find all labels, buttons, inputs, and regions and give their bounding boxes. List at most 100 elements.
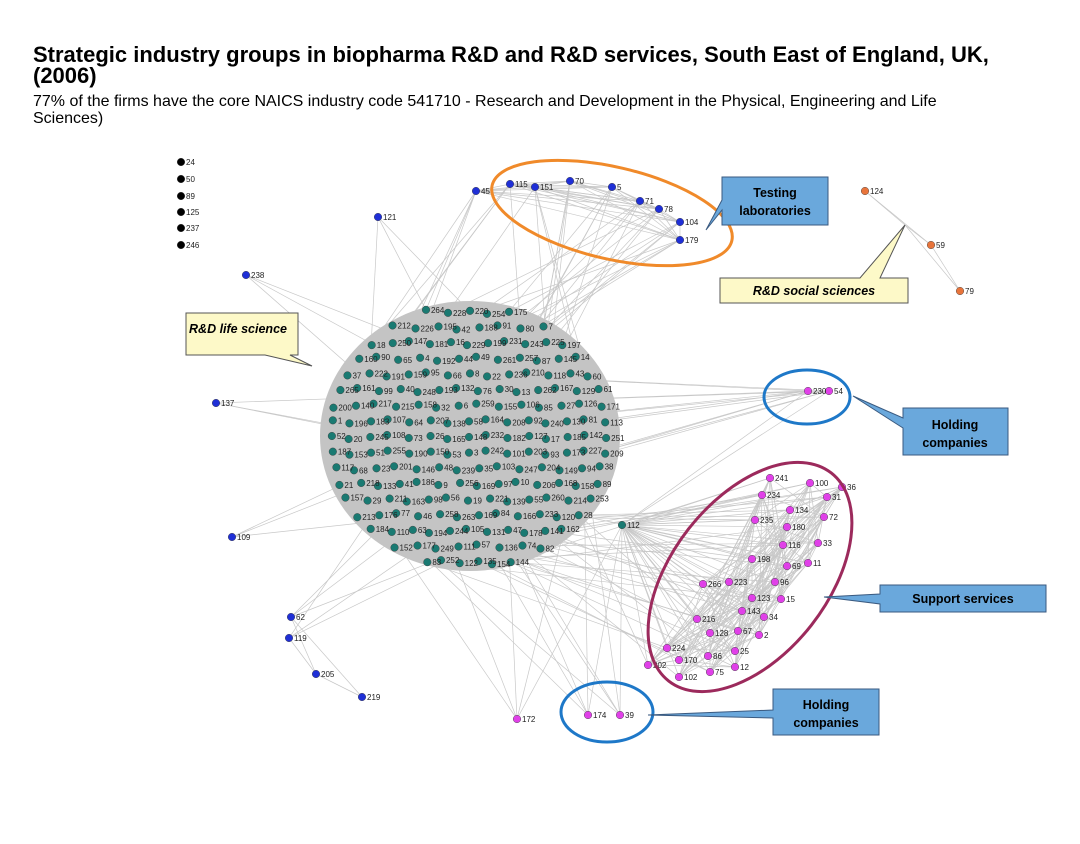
life-science-node[interactable]: [552, 513, 561, 522]
life-science-node[interactable]: [484, 339, 493, 348]
life-science-node[interactable]: [483, 372, 492, 381]
service-node[interactable]: [616, 711, 625, 720]
life-science-node[interactable]: [445, 526, 454, 535]
life-science-node[interactable]: [574, 511, 583, 520]
life-science-node[interactable]: [506, 558, 515, 567]
life-science-node[interactable]: [412, 465, 421, 474]
life-science-node[interactable]: [351, 401, 360, 410]
life-science-node[interactable]: [455, 559, 464, 568]
life-science-node[interactable]: [434, 480, 443, 489]
life-science-node[interactable]: [481, 431, 490, 440]
life-science-node[interactable]: [557, 524, 566, 533]
life-science-node[interactable]: [495, 543, 504, 552]
life-science-node[interactable]: [424, 495, 433, 504]
life-science-node[interactable]: [572, 387, 581, 396]
life-science-node[interactable]: [515, 353, 524, 362]
life-science-node[interactable]: [558, 341, 567, 350]
life-science-node[interactable]: [441, 493, 450, 502]
life-science-node[interactable]: [452, 466, 461, 475]
life-science-node[interactable]: [571, 481, 580, 490]
blue-node[interactable]: [285, 634, 294, 643]
life-science-node[interactable]: [411, 324, 420, 333]
service-node[interactable]: [584, 711, 593, 720]
blue-node[interactable]: [374, 212, 383, 221]
life-science-node[interactable]: [353, 513, 362, 522]
service-node[interactable]: [748, 555, 757, 564]
life-science-node[interactable]: [341, 493, 350, 502]
life-science-node[interactable]: [500, 337, 509, 346]
life-science-node[interactable]: [472, 481, 481, 490]
service-node[interactable]: [706, 629, 715, 638]
life-science-node[interactable]: [392, 509, 401, 518]
life-science-node[interactable]: [328, 447, 337, 456]
service-node[interactable]: [725, 578, 734, 587]
service-node[interactable]: [783, 562, 792, 571]
life-science-node[interactable]: [488, 560, 497, 569]
life-science-node[interactable]: [486, 494, 495, 503]
life-science-node[interactable]: [463, 341, 472, 350]
life-science-node[interactable]: [597, 402, 606, 411]
life-science-node[interactable]: [505, 370, 514, 379]
life-science-node[interactable]: [562, 448, 571, 457]
service-node[interactable]: [806, 479, 815, 488]
life-science-node[interactable]: [345, 419, 354, 428]
life-science-node[interactable]: [435, 463, 444, 472]
service-node[interactable]: [731, 647, 740, 656]
life-science-node[interactable]: [503, 449, 512, 458]
life-science-node[interactable]: [580, 431, 589, 440]
life-science-node[interactable]: [578, 464, 587, 473]
life-science-node[interactable]: [424, 528, 433, 537]
life-science-node[interactable]: [492, 462, 501, 471]
service-node[interactable]: [706, 668, 715, 677]
life-science-node[interactable]: [494, 402, 503, 411]
life-science-node[interactable]: [369, 399, 378, 408]
life-science-node[interactable]: [392, 402, 401, 411]
service-node[interactable]: [804, 559, 813, 568]
life-science-node[interactable]: [426, 447, 435, 456]
life-science-node[interactable]: [601, 449, 610, 458]
life-science-node[interactable]: [474, 511, 483, 520]
service-node[interactable]: [779, 541, 788, 550]
life-science-node[interactable]: [511, 477, 520, 486]
life-science-node[interactable]: [483, 309, 492, 318]
life-science-node[interactable]: [465, 433, 474, 442]
isolated-node[interactable]: [176, 207, 185, 216]
hub-node[interactable]: [618, 521, 627, 530]
life-science-node[interactable]: [524, 447, 533, 456]
social-science-node[interactable]: [956, 287, 965, 296]
life-science-node[interactable]: [483, 527, 492, 536]
life-science-node[interactable]: [426, 416, 435, 425]
life-science-node[interactable]: [405, 418, 414, 427]
life-science-node[interactable]: [443, 435, 452, 444]
life-science-node[interactable]: [564, 496, 573, 505]
life-science-node[interactable]: [423, 558, 432, 567]
life-science-node[interactable]: [446, 338, 455, 347]
life-science-node[interactable]: [520, 528, 529, 537]
life-science-node[interactable]: [390, 462, 399, 471]
life-science-node[interactable]: [537, 463, 546, 472]
life-science-node[interactable]: [503, 434, 512, 443]
life-science-node[interactable]: [394, 355, 403, 364]
service-node[interactable]: [777, 595, 786, 604]
life-science-node[interactable]: [443, 371, 452, 380]
blue-node[interactable]: [566, 176, 575, 185]
blue-node[interactable]: [472, 186, 481, 195]
life-science-node[interactable]: [353, 384, 362, 393]
life-science-node[interactable]: [601, 418, 610, 427]
life-science-node[interactable]: [329, 403, 338, 412]
blue-node[interactable]: [506, 179, 515, 188]
life-science-node[interactable]: [365, 369, 374, 378]
life-science-node[interactable]: [515, 465, 524, 474]
life-science-node[interactable]: [465, 448, 474, 457]
life-science-node[interactable]: [426, 432, 435, 441]
service-node[interactable]: [825, 387, 834, 396]
life-science-node[interactable]: [343, 371, 352, 380]
service-node[interactable]: [675, 656, 684, 665]
life-science-node[interactable]: [408, 525, 417, 534]
life-science-node[interactable]: [536, 544, 545, 553]
life-science-node[interactable]: [374, 387, 383, 396]
life-science-node[interactable]: [443, 450, 452, 459]
social-science-node[interactable]: [927, 240, 936, 249]
isolated-node[interactable]: [176, 240, 185, 249]
life-science-node[interactable]: [524, 416, 533, 425]
